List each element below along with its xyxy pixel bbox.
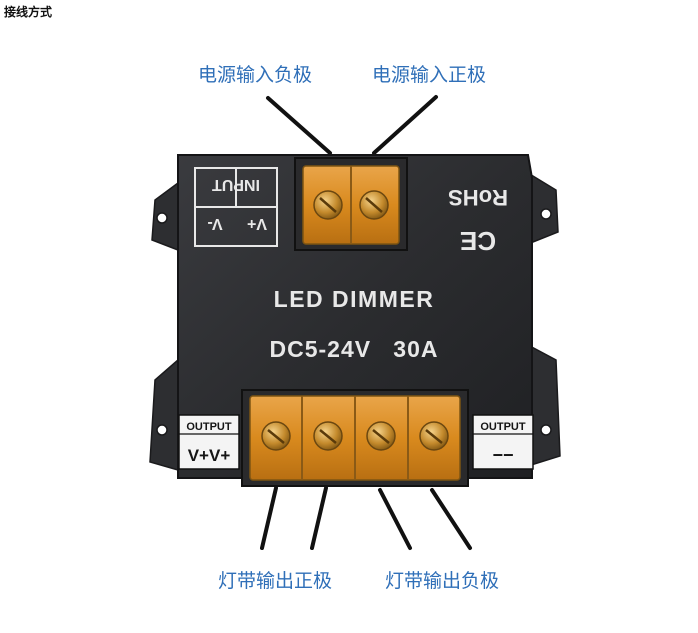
page-title: 接线方式 [4,5,53,19]
label-input-positive: 电源输入正极 [372,64,487,86]
label-output-positive: 灯带输出正极 [218,570,333,592]
mounting-ears [149,171,561,471]
ce-mark-icon: CE [460,226,496,256]
output-right-pins: −− [492,445,513,465]
certifications: RoHS CE [448,185,508,256]
output-left-title: OUTPUT [186,421,232,433]
label-output-negative: 灯带输出负极 [385,570,500,592]
pointer-lines [260,95,472,550]
output-left-pins: V+V+ [188,446,231,465]
input-panel: V+ V- INPUT [194,167,278,247]
device-name: LED DIMMER [274,286,435,312]
rohs-mark: RoHS [448,185,508,210]
output-label-left: OUTPUT V+V+ [178,414,240,470]
output-right-title: OUTPUT [480,421,526,433]
label-input-negative: 电源输入负极 [198,64,313,86]
input-label: INPUT [212,176,260,193]
output-terminal-block [241,389,469,487]
output-label-right: OUTPUT −− [472,414,534,470]
input-pin-v-minus: V- [207,215,222,232]
device-rating: DC5-24V 30A [270,336,439,362]
input-pin-v-plus: V+ [247,215,267,232]
input-terminal-block [294,157,408,251]
